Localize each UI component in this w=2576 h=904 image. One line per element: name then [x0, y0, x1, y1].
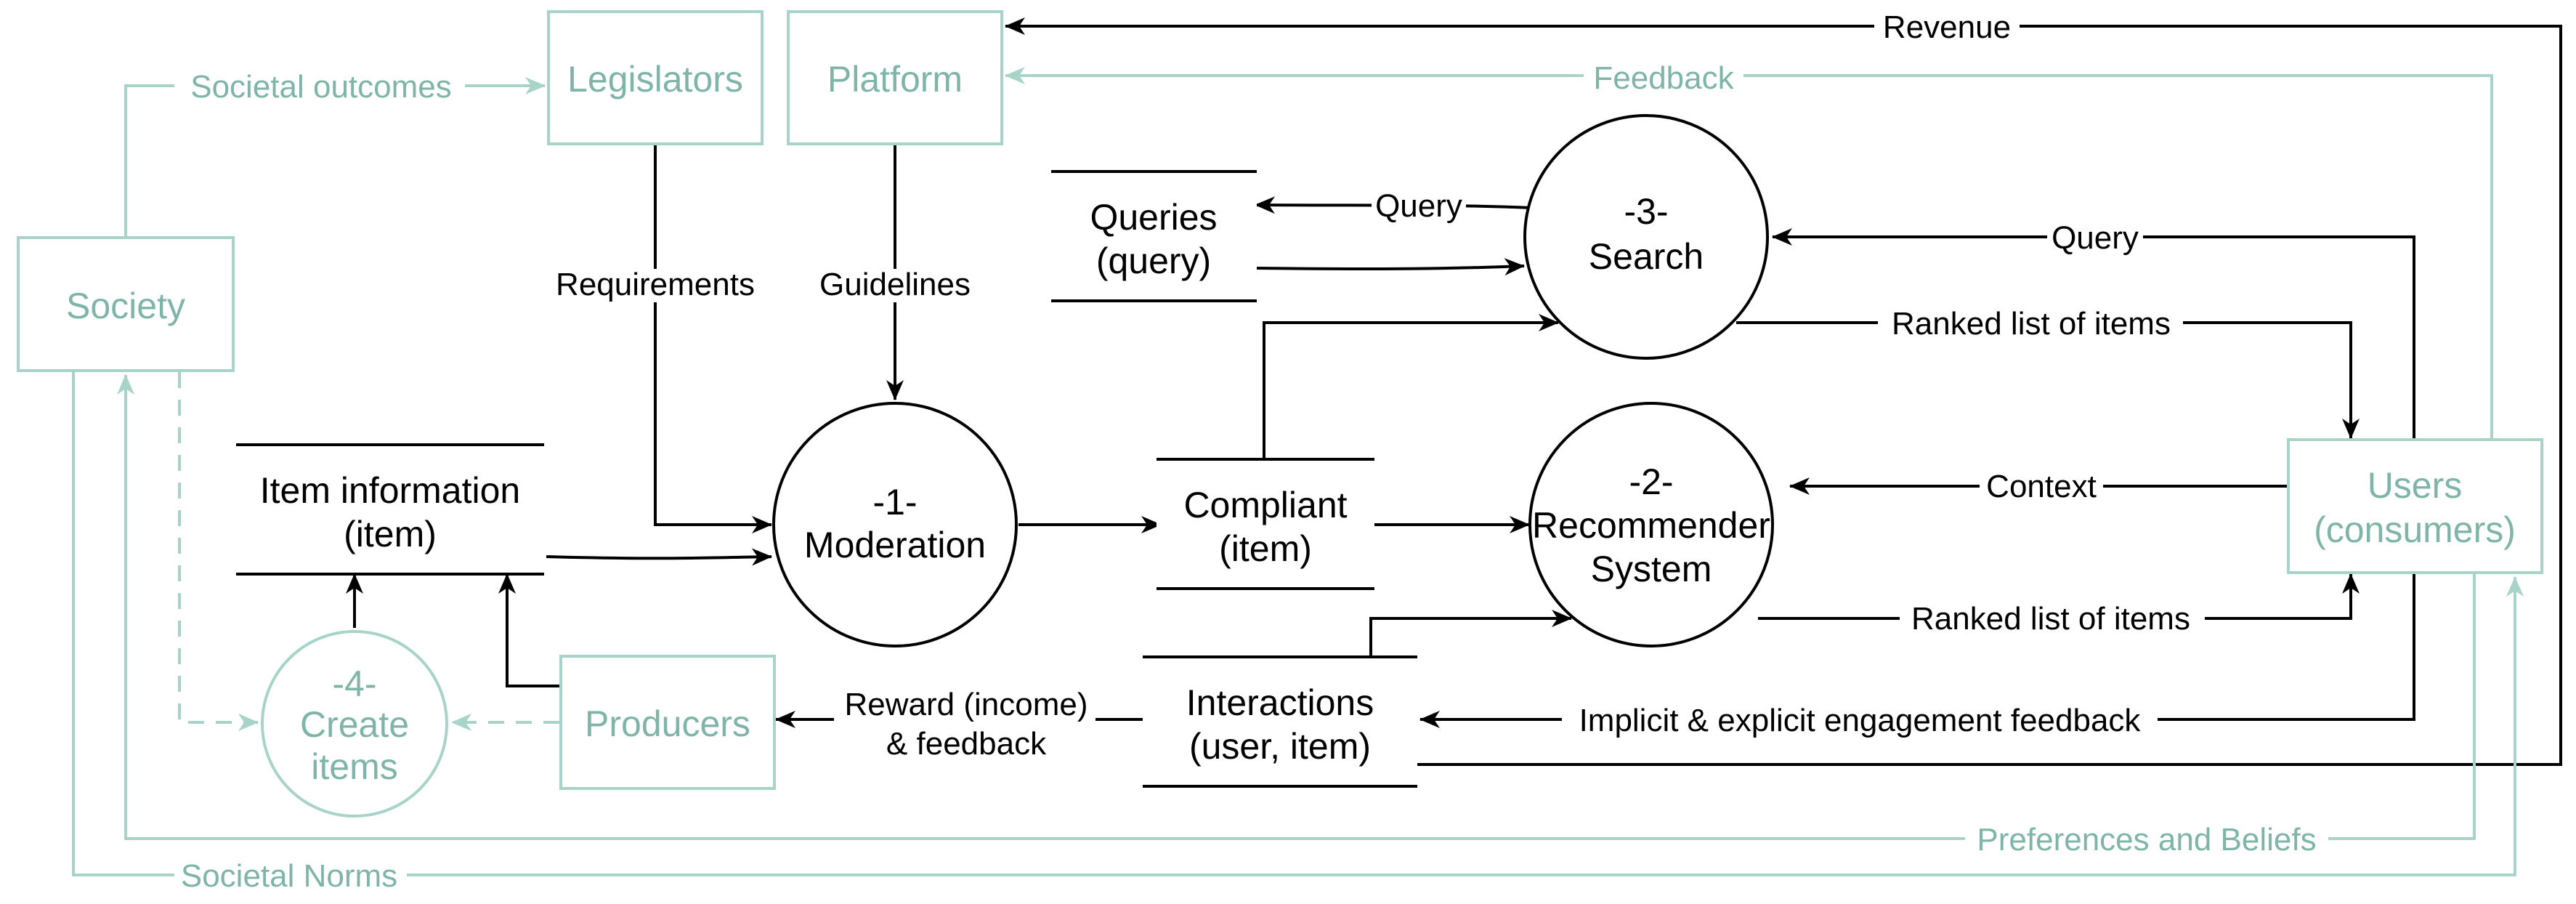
interactions-label-line1: Interactions [1186, 682, 1374, 723]
producers-label: Producers [585, 703, 750, 744]
requirements-flow-line [654, 145, 772, 533]
feedback-label: Feedback [1593, 60, 1734, 96]
producers-entity: Producers [559, 655, 776, 790]
compliant-label-line1: Compliant [1183, 485, 1347, 525]
recommender-label-line2: System [1591, 549, 1712, 589]
engagement-feedback-label: Implicit & explicit engagement feedback [1579, 703, 2142, 738]
item-information-label-line2: (item) [344, 514, 437, 554]
societal-outcomes-flow-line [124, 77, 546, 236]
queries-to-search-line [1255, 258, 1525, 276]
users-label-line1: Users [2368, 465, 2463, 506]
queries-label-line2: (query) [1096, 241, 1211, 281]
society-to-create-items-line [178, 372, 259, 731]
platform-entity: Platform [787, 10, 1003, 145]
requirements-label: Requirements [556, 267, 755, 302]
legislators-entity: Legislators [547, 10, 764, 145]
interactions-label-line2: (user, item) [1189, 726, 1371, 767]
item-information-label-line1: Item information [260, 470, 520, 511]
compliant-store: Compliant (item) [1157, 458, 1374, 590]
society-entity: Society [17, 236, 235, 372]
reward-label-line2: & feedback [886, 726, 1047, 762]
compliant-to-search-line [1263, 314, 1559, 459]
producers-to-item-info-line [498, 573, 559, 687]
users-label-line2: (consumers) [2314, 509, 2516, 550]
recommender-label-line1: Recommender [1532, 505, 1770, 546]
moderation-number: -1- [872, 482, 917, 522]
interactions-store: Interactions (user, item) [1143, 655, 1417, 788]
search-ranked-list-label: Ranked list of items [1892, 306, 2171, 342]
recommender-number: -2- [1629, 461, 1673, 502]
legislators-label: Legislators [567, 59, 743, 100]
feedback-flow-line [1005, 67, 2493, 438]
preferences-beliefs-flow-line [117, 374, 2476, 840]
interactions-to-recommender-line [1369, 610, 1572, 657]
flow-labels: Revenue Feedback Societal outcomes Requi… [174, 9, 2328, 894]
queries-store: Queries (query) [1051, 170, 1257, 302]
platform-label: Platform [827, 59, 963, 100]
create-items-label-line1: Create [300, 704, 409, 745]
revenue-flow-line [1005, 17, 2562, 766]
create-items-label-line2: items [311, 746, 397, 787]
query-to-store-label: Query [1375, 188, 1462, 224]
query-from-users-label: Query [2052, 220, 2139, 256]
preferences-beliefs-label: Preferences and Beliefs [1977, 822, 2316, 857]
societal-outcomes-label: Societal outcomes [190, 69, 452, 105]
societal-norms-label: Societal Norms [181, 858, 397, 894]
item-info-to-moderation-line [546, 548, 772, 566]
reward-label-line1: Reward (income) [845, 687, 1088, 722]
recommender-process: -2- Recommender System [1528, 402, 1774, 647]
compliant-label-line2: (item) [1219, 528, 1312, 569]
recommender-ranked-list-label: Ranked list of items [1911, 601, 2190, 637]
create-items-process: -4- Create items [261, 630, 448, 818]
revenue-label: Revenue [1883, 9, 2011, 45]
guidelines-label: Guidelines [819, 267, 971, 302]
create-items-number: -4- [332, 663, 376, 704]
users-entity: Users (consumers) [2287, 438, 2543, 574]
users-query-flow-line [1772, 228, 2415, 438]
societal-norms-flow-line [72, 372, 2524, 876]
moderation-process: -1- Moderation [772, 402, 1018, 647]
moderation-label: Moderation [804, 525, 986, 565]
search-number: -3- [1624, 191, 1668, 232]
item-information-store: Item information (item) [236, 443, 544, 576]
search-process: -3- Search [1523, 114, 1769, 360]
society-label: Society [66, 286, 185, 326]
queries-label-line1: Queries [1090, 197, 1217, 238]
search-label: Search [1589, 236, 1704, 277]
context-label: Context [1986, 469, 2097, 504]
